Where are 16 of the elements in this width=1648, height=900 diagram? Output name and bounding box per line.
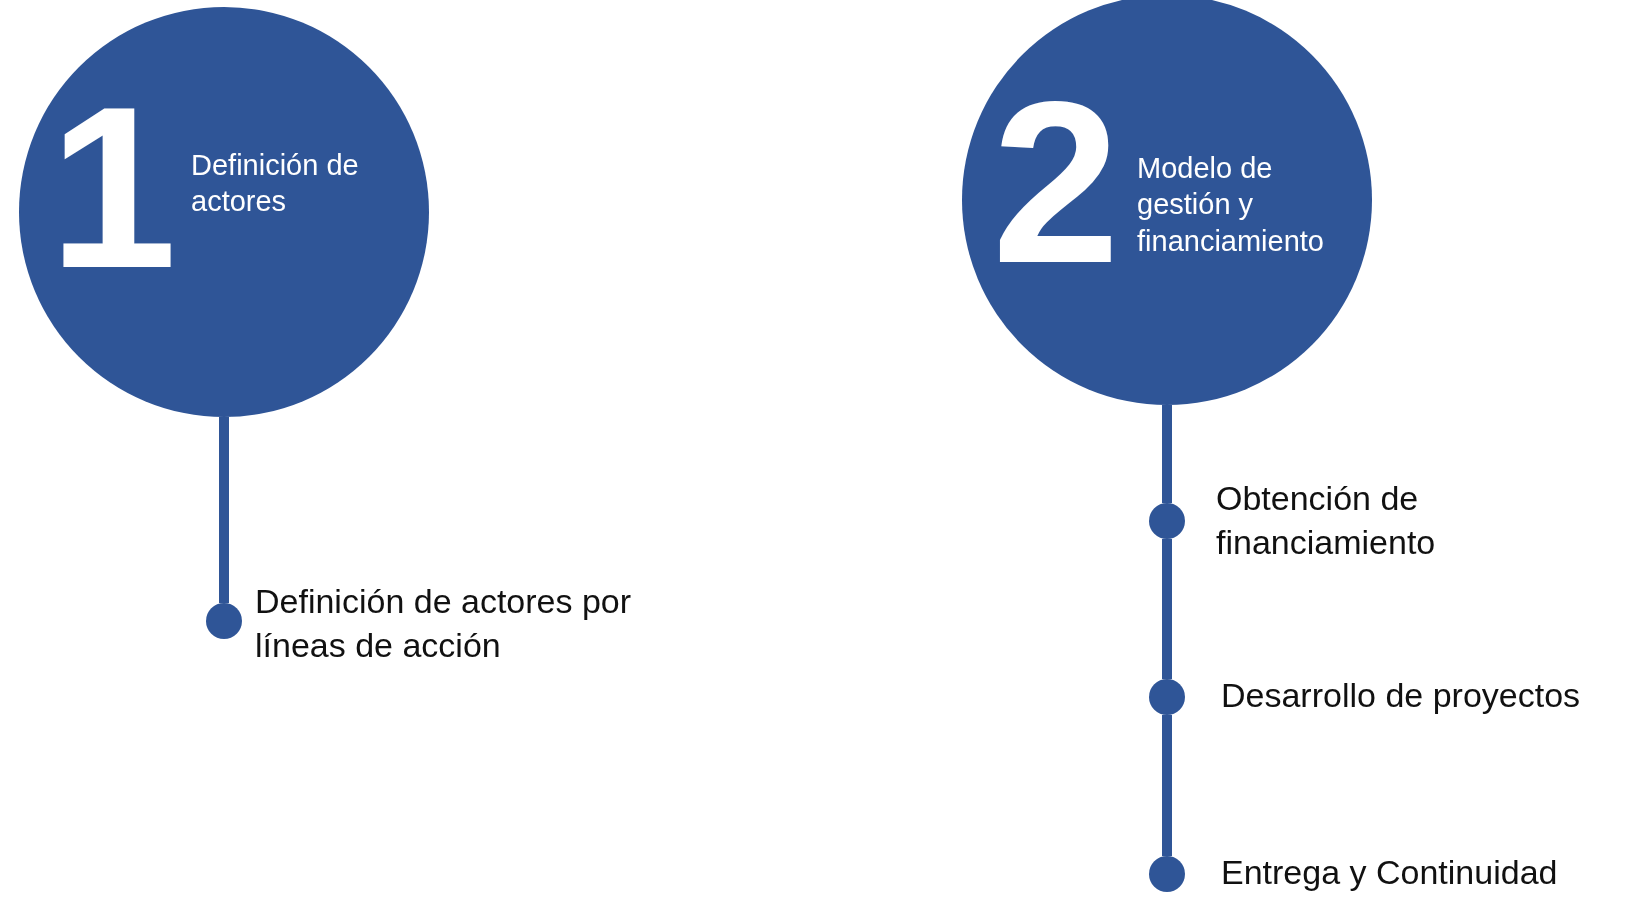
step-title: Modelo de gestión y financiamiento	[1137, 151, 1325, 259]
timeline-line	[1162, 405, 1172, 503]
milestone-text: Obtención de financiamiento	[1216, 478, 1437, 564]
timeline-dot	[1149, 856, 1185, 892]
timeline-line	[1162, 715, 1172, 856]
step-title: Definición de actores	[191, 148, 360, 220]
timeline-line	[1162, 539, 1172, 679]
milestone-text: Desarrollo de proyectos	[1221, 675, 1582, 716]
milestone-text: Definición de actores por líneas de acción	[255, 581, 633, 667]
timeline-dot	[1149, 679, 1185, 715]
timeline-dot	[206, 603, 242, 639]
step-number: 2	[992, 97, 1120, 270]
step-number: 1	[49, 102, 177, 275]
milestone-text: Entrega y Continuidad	[1221, 852, 1559, 893]
timeline-dot	[1149, 503, 1185, 539]
timeline-line	[219, 417, 229, 603]
